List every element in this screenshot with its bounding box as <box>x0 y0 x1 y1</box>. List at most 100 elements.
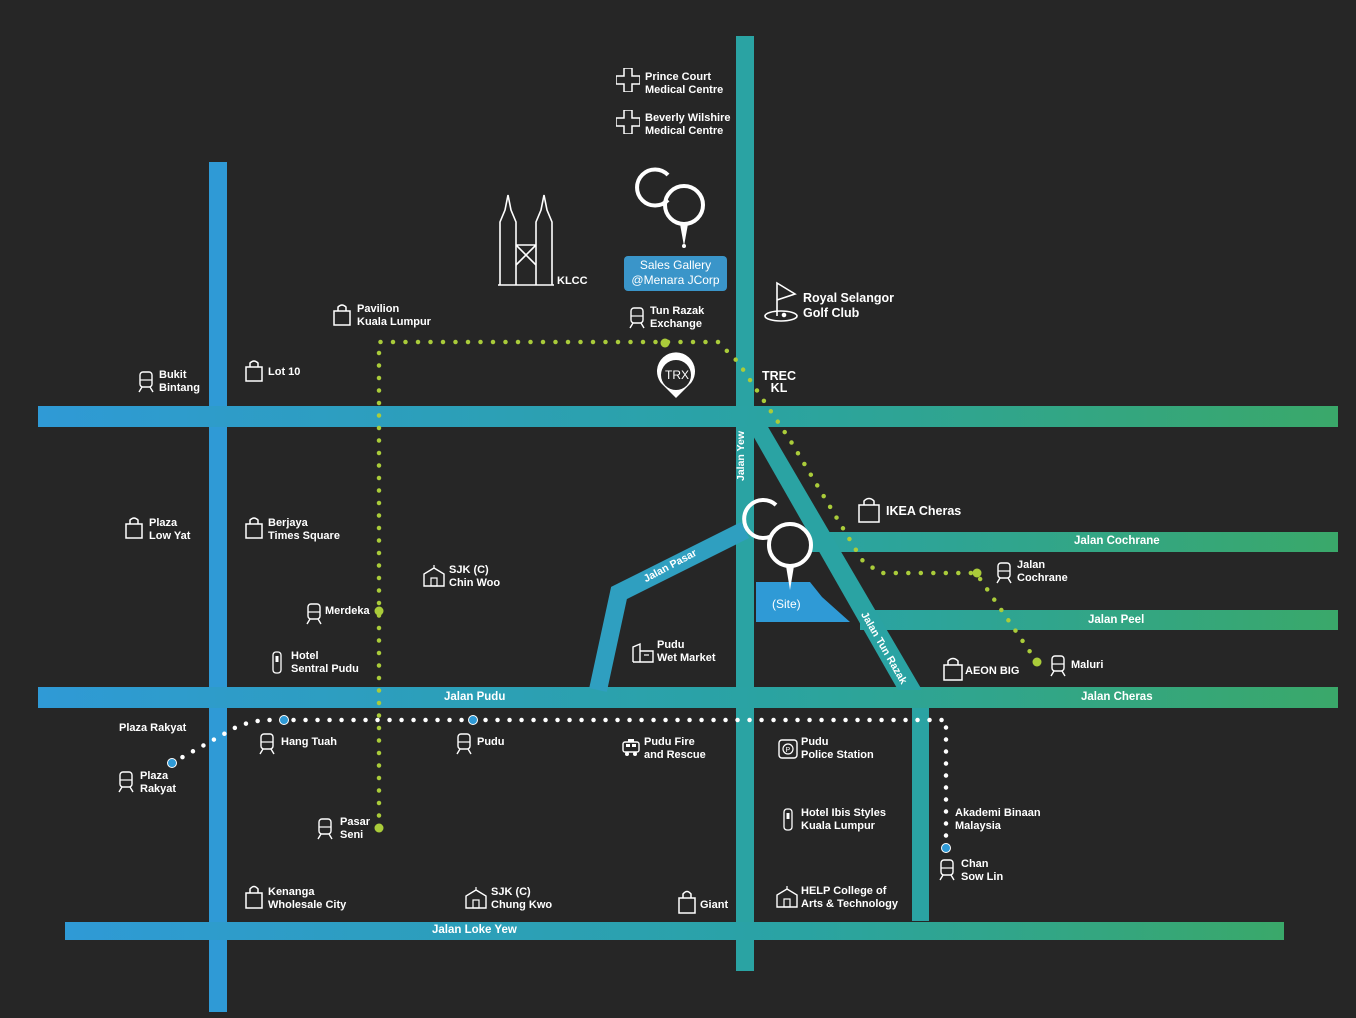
hotel-icon <box>782 808 794 837</box>
label-royal-selangor: Royal Selangor Golf Club <box>803 291 894 320</box>
label-merdeka: Merdeka <box>325 605 370 617</box>
label-tun-razak-exchange: Tun Razak Exchange <box>650 305 705 330</box>
label-pudu-wet-market: Pudu Wet Market <box>657 639 716 664</box>
label-prince-court: Prince Court Medical Centre <box>645 71 724 96</box>
label-plaza-rakyat-top: Plaza Rakyat <box>119 722 187 734</box>
site-label: (Site) <box>772 597 801 611</box>
train-icon <box>118 771 134 798</box>
label-hotel-ibis: Hotel Ibis Styles Kuala Lumpur <box>801 807 886 832</box>
label-maluri: Maluri <box>1071 659 1104 671</box>
label-plaza-low-yat: Plaza Low Yat <box>149 517 191 542</box>
label-berjaya-times-square: Berjaya Times Square <box>268 517 340 542</box>
label-aeon-big: AEON BIG <box>965 665 1020 677</box>
label-sjk-chung-kwo: SJK (C) Chung Kwo <box>491 886 553 911</box>
station-dot-pudu <box>468 715 478 725</box>
school-icon <box>465 887 487 914</box>
station-dot-chan-sow-lin <box>941 843 951 853</box>
market-icon <box>632 641 654 668</box>
label-beverly-wilshire: Beverly Wilshire Medical Centre <box>645 112 731 137</box>
station-dot-jalan-cochrane <box>972 568 982 578</box>
train-icon <box>456 733 472 760</box>
road-jalan-yew <box>736 36 754 971</box>
train-icon <box>939 859 955 886</box>
site-pin[interactable] <box>742 498 813 590</box>
shopping-bag-icon <box>678 890 696 919</box>
station-dot-tun-razak-exchange <box>660 338 670 348</box>
road-label-jalan-loke-yew: Jalan Loke Yew <box>432 924 517 936</box>
label-help-college: HELP College of Arts & Technology <box>801 885 898 910</box>
train-icon <box>996 562 1012 589</box>
train-icon <box>138 371 154 398</box>
road-label-jalan-pudu: Jalan Pudu <box>444 691 506 703</box>
label-akademi-binaan: Akademi Binaan Malaysia <box>955 807 1041 832</box>
medical-cross-icon <box>615 67 641 93</box>
label-giant: Giant <box>700 899 729 911</box>
station-dot-plaza-rakyat <box>167 758 177 768</box>
road-label-jalan-cochrane: Jalan Cochrane <box>1074 535 1160 547</box>
train-icon <box>306 603 322 630</box>
road-right-vertical <box>912 706 929 921</box>
road-jalan-cochrane <box>812 532 1338 552</box>
road-jalan-loke-yew <box>65 922 1284 940</box>
shopping-bag-icon <box>858 497 880 528</box>
road-left-vertical <box>209 162 227 1012</box>
label-klcc: KLCC <box>557 275 588 287</box>
label-kenanga: Kenanga Wholesale City <box>268 886 347 911</box>
trx-pin[interactable] <box>657 352 695 398</box>
fire-truck-icon <box>621 738 641 763</box>
label-bukit-bintang: Bukit Bintang <box>159 369 200 394</box>
shopping-bag-icon <box>245 885 263 914</box>
label-hang-tuah: Hang Tuah <box>281 736 338 748</box>
road-label-jalan-peel: Jalan Peel <box>1088 614 1145 626</box>
sales-gallery-label[interactable]: Sales Gallery @Menara JCorp <box>624 256 727 291</box>
golf-flag-icon <box>764 281 798 322</box>
station-dot-pasar-seni <box>374 823 384 833</box>
label-pudu-police-station: Pudu Police Station <box>801 736 874 761</box>
school-icon <box>423 565 445 592</box>
site-parcel <box>756 582 850 622</box>
label-lot-10: Lot 10 <box>268 366 301 378</box>
shopping-bag-icon <box>245 517 263 544</box>
school-icon <box>776 886 798 913</box>
train-icon <box>629 307 645 334</box>
station-dot-merdeka <box>374 606 384 616</box>
twin-towers-icon <box>498 194 554 286</box>
train-icon <box>317 818 333 845</box>
svg-text:P: P <box>786 747 791 754</box>
sales-gallery-pin[interactable] <box>635 167 705 248</box>
lrt-line <box>376 339 1040 831</box>
label-trec: TREC KL <box>762 369 797 395</box>
road-top-horizontal <box>38 406 1338 427</box>
label-pavilion: Pavilion Kuala Lumpur <box>357 303 431 328</box>
label-plaza-rakyat-station: Plaza Rakyat <box>140 770 177 795</box>
label-pudu-fire-rescue: Pudu Fire and Rescue <box>644 736 706 761</box>
police-icon: P <box>778 739 798 764</box>
label-chan-sow-lin: Chan Sow Lin <box>961 858 1004 883</box>
trx-label: TRX <box>665 368 689 382</box>
label-ikea-cheras: IKEA Cheras <box>886 504 962 518</box>
station-dot-maluri <box>1032 657 1042 667</box>
shopping-bag-icon <box>333 304 351 331</box>
label-pudu: Pudu <box>477 736 505 748</box>
label-jalan-cochrane-station: Jalan Cochrane <box>1017 559 1068 584</box>
road-label-jalan-yew: Jalan Yew <box>735 430 748 482</box>
train-icon <box>1050 655 1066 682</box>
shopping-bag-icon <box>245 360 263 387</box>
station-dot-hang-tuah <box>279 715 289 725</box>
label-pasar-seni: Pasar Seni <box>340 816 370 841</box>
hotel-icon <box>271 651 283 680</box>
label-sjk-chin-woo: SJK (C) Chin Woo <box>449 564 501 589</box>
road-jalan-tun-razak <box>744 420 922 690</box>
road-jalan-pudu <box>38 687 1338 708</box>
mrt-line <box>169 717 949 851</box>
label-hotel-sentral-pudu: Hotel Sentral Pudu <box>291 650 359 675</box>
station-dots <box>167 338 1042 853</box>
road-jalan-peel <box>860 610 1338 630</box>
shopping-bag-icon <box>943 657 963 686</box>
train-icon <box>259 733 275 760</box>
road-jalan-pasar <box>589 521 750 692</box>
medical-cross-icon <box>615 109 641 135</box>
shopping-bag-icon <box>125 517 143 544</box>
road-label-jalan-cheras: Jalan Cheras <box>1081 691 1153 703</box>
